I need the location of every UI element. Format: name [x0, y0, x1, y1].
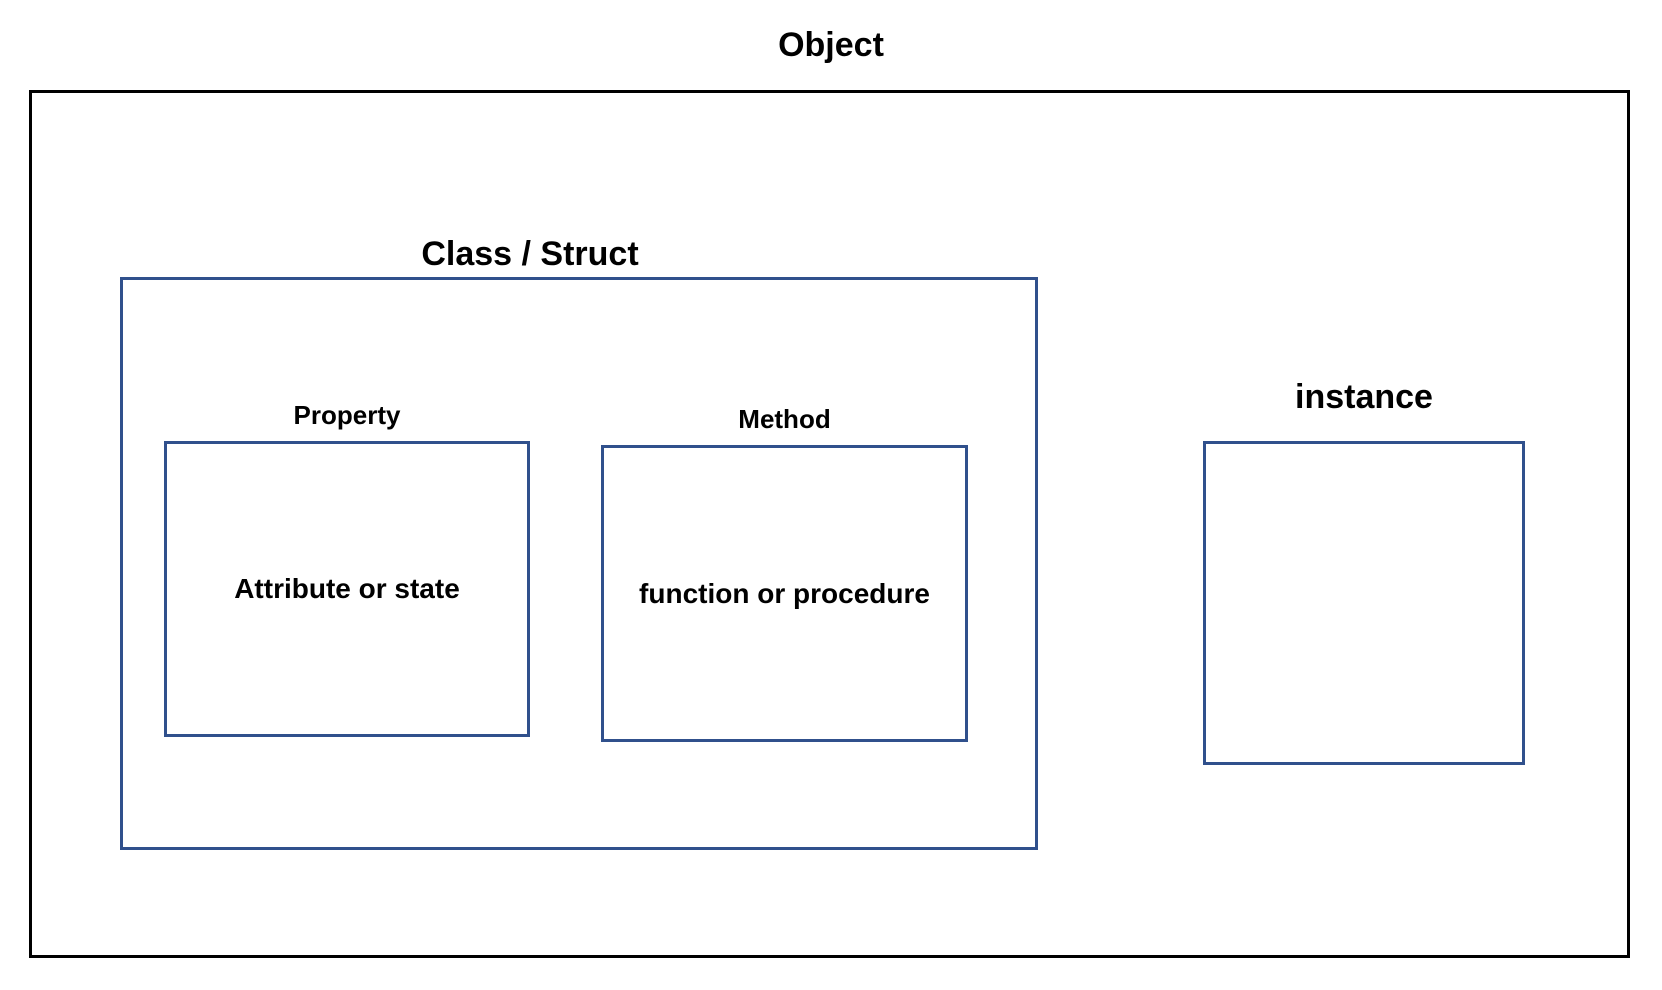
- property-box: Attribute or state: [164, 441, 530, 737]
- class-struct-label: Class / Struct: [421, 235, 639, 273]
- method-content-text: function or procedure: [639, 577, 930, 609]
- instance-box: [1203, 441, 1525, 765]
- property-content-text: Attribute or state: [234, 573, 460, 604]
- instance-label: instance: [1295, 378, 1433, 416]
- diagram-title-object: Object: [778, 26, 884, 64]
- method-label: Method: [738, 404, 831, 434]
- property-label: Property: [293, 400, 401, 430]
- method-box: function or procedure: [601, 445, 968, 742]
